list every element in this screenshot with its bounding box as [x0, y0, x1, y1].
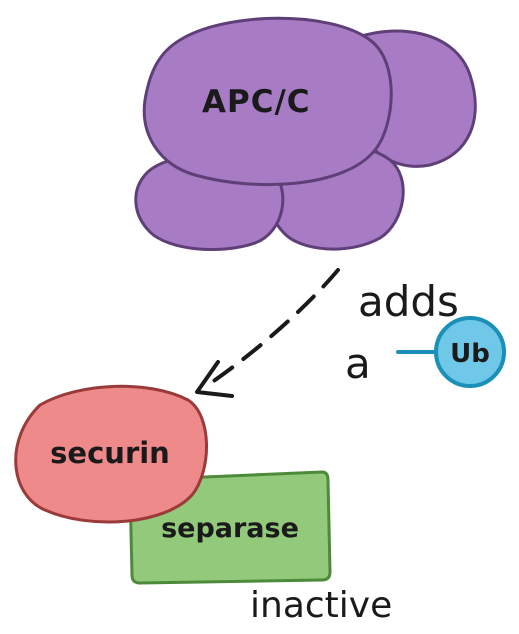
ubiquitin-tag: Ub: [396, 316, 506, 388]
action-text-line1: adds: [358, 277, 459, 326]
securin-label: securin: [50, 436, 170, 470]
securin-shape: [14, 384, 208, 524]
securin-protein: securin: [14, 384, 208, 524]
dashed-arrow: [195, 268, 340, 398]
ubiquitin-label: Ub: [450, 339, 490, 369]
apc-lobe-main: [142, 16, 393, 187]
status-label: inactive: [250, 585, 392, 626]
separase-label: separase: [161, 513, 299, 544]
apc-label: APC/C: [202, 84, 311, 120]
apc-complex: APC/C: [134, 16, 477, 252]
ubiquitin-circle: [434, 316, 506, 388]
action-text-line2: a: [345, 339, 371, 388]
dashed-arrow-line: [203, 268, 340, 389]
arrowhead-icon: [195, 360, 234, 398]
